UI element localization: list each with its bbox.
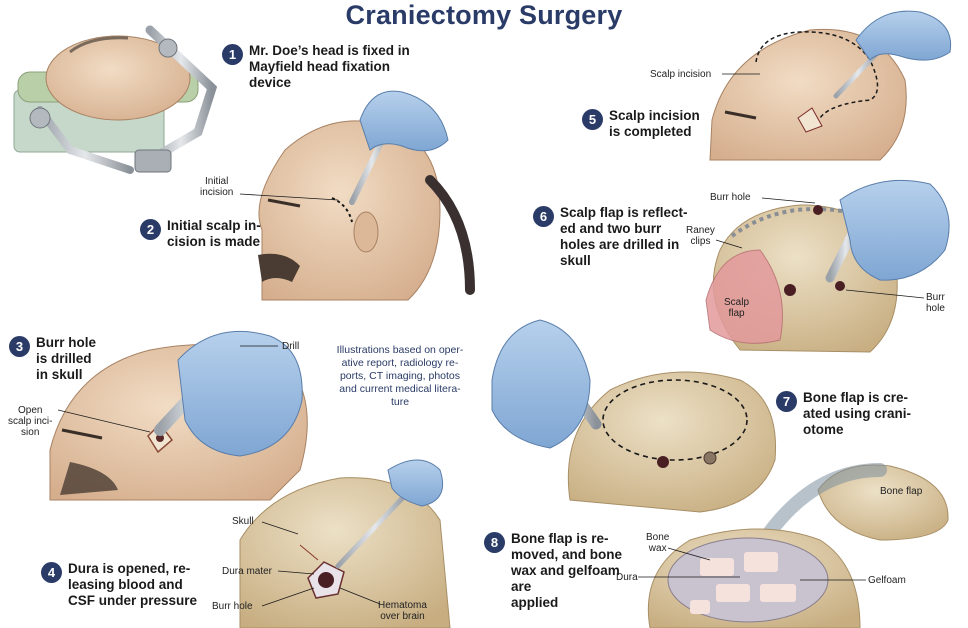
page-title: Craniectomy Surgery [345, 0, 623, 30]
step-7: 7 Bone flap is cre- ated using crani- ot… [776, 390, 911, 438]
panel-1-mayfield-head [13, 25, 218, 174]
step-2: 2 Initial scalp in- cision is made [140, 218, 261, 250]
step-7-number: 7 [776, 391, 797, 412]
step-4-text: Dura is opened, re- leasing blood and CS… [68, 561, 198, 608]
step-2-text: Initial scalp in- cision is made [167, 218, 261, 249]
label-hematoma: Hematoma over brain [378, 600, 427, 622]
step-2-number: 2 [140, 219, 161, 240]
step-3: 3 Burr hole is drilled in skull [9, 335, 96, 383]
step-5-text: Scalp incision is completed [609, 108, 700, 139]
label-bone-flap: Bone flap [880, 486, 923, 497]
step-4-number: 4 [41, 562, 62, 583]
step-6-text: Scalp flap is reflect- ed and two burr h… [560, 205, 688, 268]
step-3-text: Burr hole is drilled in skull [36, 335, 97, 382]
step-4: 4 Dura is opened, re- leasing blood and … [41, 561, 197, 609]
panel-4-dura-opened [239, 459, 451, 628]
step-3-number: 3 [9, 336, 30, 357]
label-burr-hole-top: Burr hole [710, 192, 751, 203]
panel-8-bone-flap-removed [638, 463, 949, 628]
panel-2-initial-incision [239, 90, 475, 301]
step-5: 5 Scalp incision is completed [582, 108, 700, 140]
label-skull: Skull [232, 516, 254, 527]
label-open-scalp-incision: Open scalp inci- sion [8, 405, 53, 438]
step-1-number: 1 [222, 44, 243, 65]
label-drill: Drill [282, 341, 300, 352]
panel-3-burr-hole [49, 330, 308, 501]
step-6-number: 6 [533, 206, 554, 227]
panel-5-scalp-incision [709, 10, 952, 161]
label-gelfoam: Gelfoam [868, 575, 906, 586]
step-1-text: Mr. Doe’s head is fixed in Mayfield head… [249, 43, 410, 90]
step-8: 8 Bone flap is re- moved, and bone wax a… [484, 531, 622, 611]
label-scalp-incision: Scalp incision [650, 69, 712, 80]
panel-6-scalp-flap [705, 179, 950, 353]
step-1: 1 Mr. Doe’s head is fixed in Mayfield he… [222, 43, 410, 91]
label-bone-wax: Bone wax [646, 532, 670, 554]
panel-7-craniotome [491, 319, 777, 513]
label-dura: Dura [616, 572, 638, 583]
label-initial-incision: Initial incision [200, 176, 234, 198]
step-8-text: Bone flap is re- moved, and bone wax and… [511, 531, 623, 610]
label-scalp-flap: Scalp flap [724, 297, 750, 319]
step-5-number: 5 [582, 109, 603, 130]
label-burr-hole: Burr hole [212, 601, 253, 612]
source-note: Illustrations based on oper- ative repor… [336, 344, 464, 408]
label-dura-mater: Dura mater [222, 566, 273, 577]
step-6: 6 Scalp flap is reflect- ed and two burr… [533, 205, 688, 269]
label-raney-clips: Raney clips [686, 225, 715, 247]
step-7-text: Bone flap is cre- ated using crani- otom… [803, 390, 912, 437]
label-burr-hole-right: Burr hole [926, 292, 945, 314]
step-8-number: 8 [484, 532, 505, 553]
